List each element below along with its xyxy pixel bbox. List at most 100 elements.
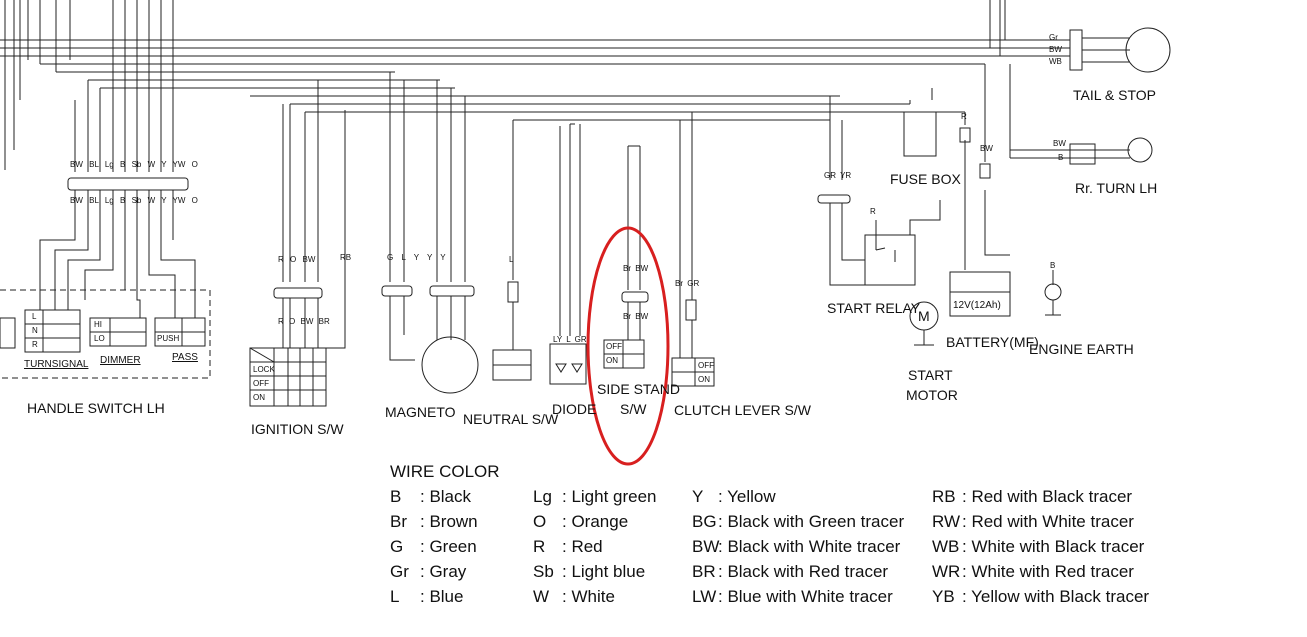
dimmer-lo-label: LO — [94, 334, 105, 343]
legend-desc: : White — [562, 587, 615, 606]
legend-code: B — [390, 487, 402, 506]
wire-code: YR — [840, 171, 852, 180]
handle-wire-codes-top: BW BL Lg B Sb W Y YW O — [70, 161, 198, 169]
wire-code: Br — [675, 279, 683, 288]
legend-title: WIRE COLOR — [390, 462, 500, 481]
wire-code: BW — [70, 196, 83, 205]
wire-code: Sb — [131, 196, 142, 205]
diode-label: DIODE — [552, 401, 597, 417]
dimmer-label: DIMMER — [100, 355, 141, 366]
motor-symbol: M — [918, 308, 930, 324]
legend-desc: : Blue with White tracer — [718, 587, 893, 606]
wire-code: O — [289, 317, 296, 326]
legend-code: Sb — [533, 562, 554, 581]
wire-code: W — [147, 196, 156, 205]
legend-desc: : Red with White tracer — [962, 512, 1134, 531]
legend-code: G — [390, 537, 404, 556]
legend-code: BW — [692, 537, 720, 556]
legend-desc: : Black with Red tracer — [718, 562, 889, 581]
legend-code: L — [390, 587, 400, 606]
legend-code: W — [533, 587, 550, 606]
clutch-on-label: ON — [698, 375, 710, 384]
wire-code: Br — [623, 312, 631, 321]
legend-code: Br — [390, 512, 407, 531]
legend-desc: : White with Red tracer — [962, 562, 1134, 581]
legend-desc: : Light blue — [562, 562, 646, 581]
ignition-lock-label: LOCK — [253, 365, 275, 374]
clutch-lever-label: CLUTCH LEVER S/W — [674, 402, 811, 418]
highlight-ellipse — [586, 226, 670, 466]
tail-wire-gr: Gr — [1049, 33, 1058, 42]
wire-code: W — [147, 160, 156, 169]
wire-code: O — [191, 160, 198, 169]
fuse-box-label: FUSE BOX — [890, 171, 961, 187]
tail-wire-wb: WB — [1049, 57, 1062, 66]
legend-desc: : Black — [420, 487, 472, 506]
earth-b-code: B — [1050, 261, 1056, 270]
handle-wire-codes-bottom: BW BL Lg B Sb W Y YW O — [70, 197, 198, 205]
wire-code: YW — [172, 196, 186, 205]
turnsignal-label: TURNSIGNAL — [24, 359, 89, 370]
ignition-on-label: ON — [253, 393, 265, 402]
neutral-label: NEUTRAL S/W — [463, 411, 559, 427]
legend-code: RB — [932, 487, 956, 506]
side-stand-label-2: S/W — [620, 401, 647, 417]
ignition-label: IGNITION S/W — [251, 421, 344, 437]
legend-code: WR — [932, 562, 961, 581]
wire-code: Br — [623, 264, 631, 273]
wire-code: Sb — [131, 160, 142, 169]
legend-code: Gr — [390, 562, 409, 581]
tail-stop-label: TAIL & STOP — [1073, 87, 1156, 103]
legend-desc: : Green — [420, 537, 477, 556]
wire-code: O — [290, 255, 297, 264]
engine-earth-label: ENGINE EARTH — [1029, 341, 1134, 357]
fuse-r-code: R — [961, 112, 967, 121]
wire-code: BW — [300, 317, 314, 326]
ignition-off-label: OFF — [253, 379, 269, 388]
wire-code: BW — [635, 264, 649, 273]
rb-wire-code: RB — [340, 253, 352, 262]
wire-code: LY — [553, 335, 563, 344]
legend-desc: : Gray — [420, 562, 467, 581]
legend-desc: : Black with Green tracer — [718, 512, 905, 531]
relay-wire-codes: GR YR — [824, 172, 851, 180]
pass-push-label: PUSH — [157, 334, 180, 343]
battery-rating: 12V(12Ah) — [953, 300, 1001, 311]
side-stand-wire-codes-top: Br BW — [623, 265, 648, 273]
wire-code: R — [278, 317, 284, 326]
magneto-wire-codes: G L Y Y Y — [387, 254, 446, 262]
legend-code: Lg — [533, 487, 552, 506]
diode-wire-codes: LY L GR — [553, 336, 587, 344]
legend-desc: : Orange — [562, 512, 629, 531]
legend-desc: : White with Black tracer — [962, 537, 1145, 556]
wire-code: Y — [161, 196, 167, 205]
tail-wire-bw: BW — [1049, 45, 1062, 54]
handle-switch-label: HANDLE SWITCH LH — [27, 400, 165, 416]
wire-code: O — [191, 196, 198, 205]
clutch-wire-codes: Br GR — [675, 280, 699, 288]
start-motor-label-1: START — [908, 367, 953, 383]
wire-code: G — [387, 253, 394, 262]
turn-r-label: R — [32, 340, 38, 349]
wire-code: Y — [426, 253, 433, 262]
side-stand-on-label: ON — [606, 356, 618, 365]
wire-code: B — [120, 160, 126, 169]
wire-code: Lg — [104, 196, 114, 205]
turn-wire-bw: BW — [1053, 139, 1066, 148]
battery-label: BATTERY(MF) — [946, 334, 1039, 350]
legend-code: O — [533, 512, 547, 531]
legend-desc: : Yellow — [718, 487, 776, 506]
legend-code: RW — [932, 512, 961, 531]
wire-code: BW — [302, 255, 316, 264]
side-stand-off-label: OFF — [606, 342, 622, 351]
wire-code: Y — [440, 253, 446, 262]
pass-label: PASS — [172, 352, 198, 363]
legend-code: YB — [932, 587, 955, 606]
wire-code: R — [278, 255, 284, 264]
legend-code: BR — [692, 562, 716, 581]
legend-desc: : Light green — [562, 487, 657, 506]
start-relay-label: START RELAY — [827, 300, 921, 316]
legend-desc: : Brown — [420, 512, 478, 531]
ignition-wire-codes: R O BW — [278, 256, 315, 264]
